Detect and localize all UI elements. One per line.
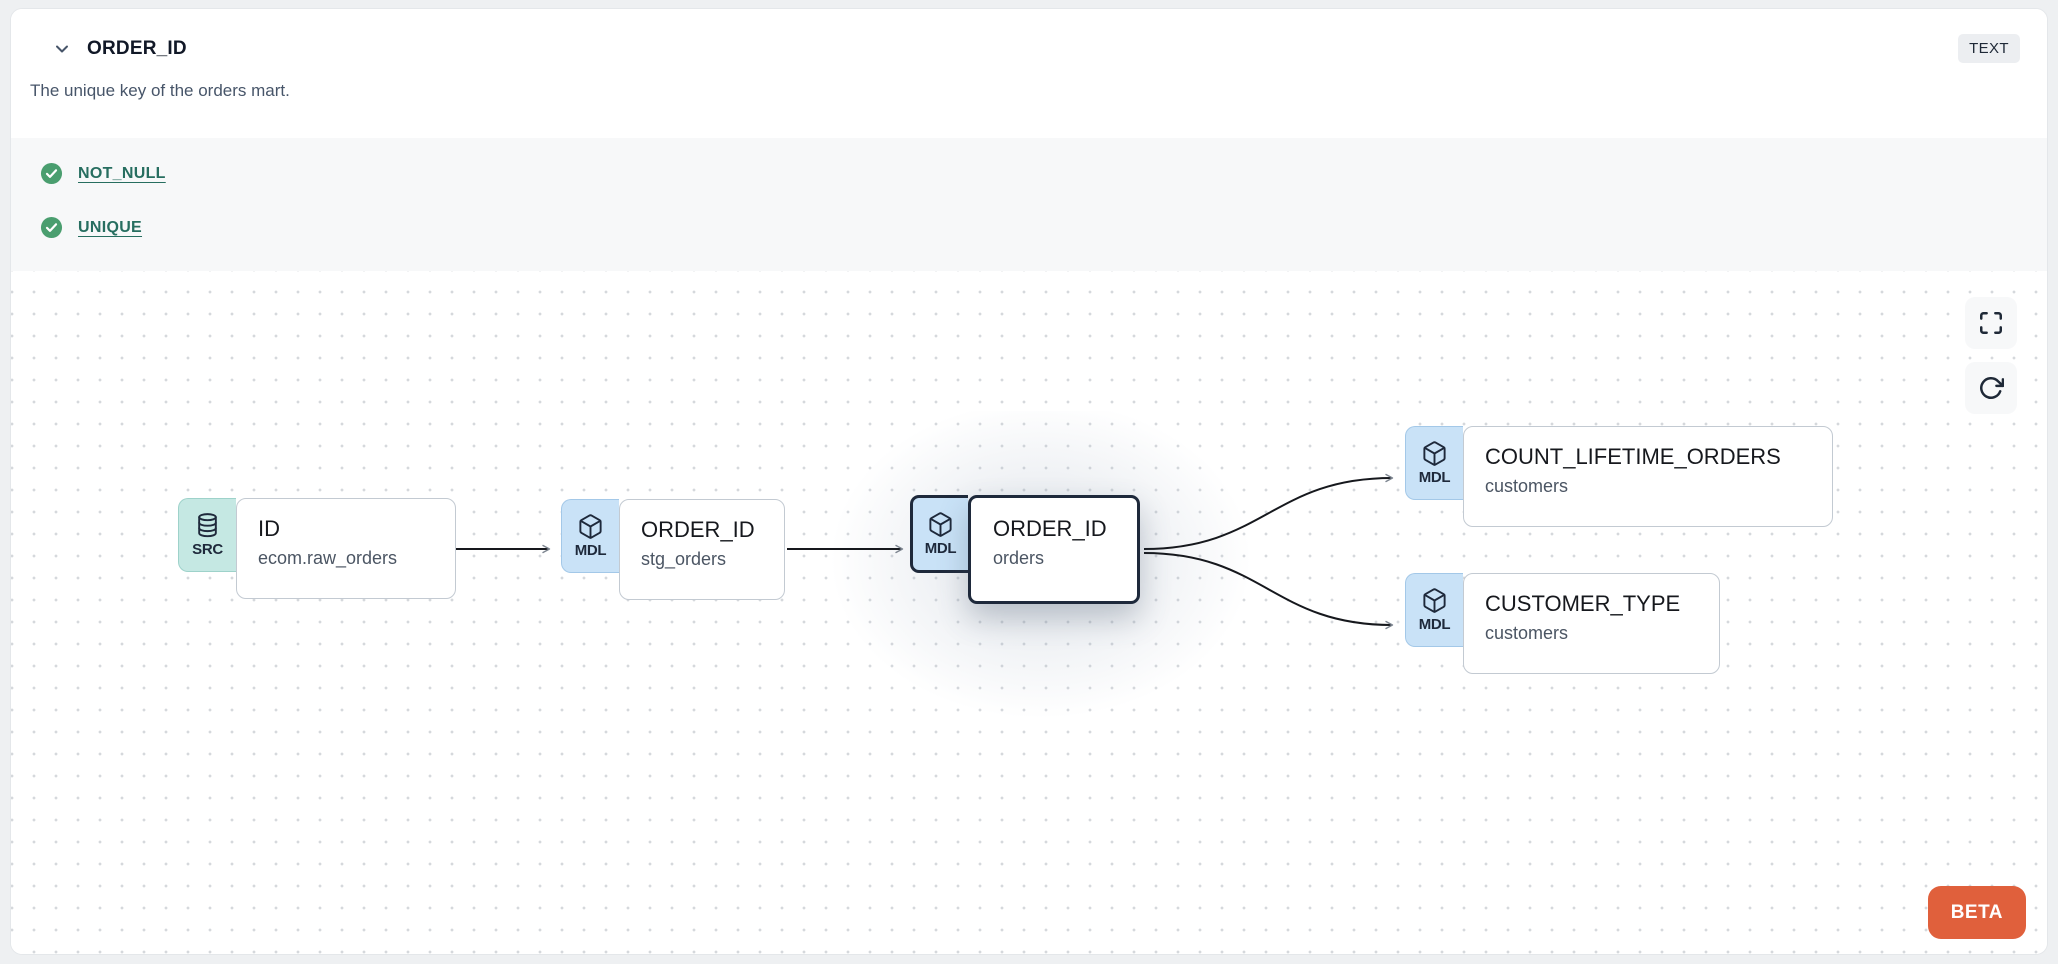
- test-link-not-null[interactable]: NOT_NULL: [78, 164, 166, 182]
- fullscreen-button[interactable]: [1965, 297, 2017, 349]
- test-link-unique[interactable]: UNIQUE: [78, 218, 143, 236]
- node-badge-src: SRC: [178, 498, 236, 572]
- node-title: ORDER_ID: [641, 517, 755, 542]
- canvas-controls: [1965, 297, 2017, 414]
- node-box: ORDER_ID stg_orders: [619, 499, 785, 600]
- test-row: UNIQUE: [40, 216, 2017, 239]
- column-details-card: ORDER_ID TEXT The unique key of the orde…: [10, 8, 2048, 955]
- header-row: ORDER_ID TEXT: [30, 34, 2020, 63]
- node-title: ORDER_ID: [993, 516, 1107, 541]
- check-circle-icon: [40, 216, 63, 239]
- cube-icon: [1423, 441, 1446, 466]
- chevron-down-icon: [56, 45, 68, 52]
- node-box: ID ecom.raw_orders: [236, 498, 456, 599]
- node-subtitle: orders: [993, 548, 1045, 569]
- column-title: ORDER_ID: [87, 37, 187, 59]
- check-circle-icon: [40, 162, 63, 185]
- node-badge-mdl: MDL: [1405, 573, 1463, 647]
- lineage-node-count-lifetime-orders-customers[interactable]: MDL COUNT_LIFETIME_ORDERS customers: [1405, 426, 1833, 527]
- node-title: COUNT_LIFETIME_ORDERS: [1485, 444, 1781, 469]
- lineage-canvas[interactable]: SRC ID ecom.raw_orders MDL ORDER_ID stg_…: [11, 271, 2047, 954]
- node-box: ORDER_ID orders: [968, 495, 1140, 604]
- node-badge-mdl: MDL: [561, 499, 619, 573]
- node-subtitle: stg_orders: [641, 549, 727, 570]
- node-badge-label: SRC: [192, 541, 223, 558]
- node-badge-label: MDL: [1418, 616, 1451, 633]
- refresh-button[interactable]: [1965, 362, 2017, 414]
- node-title: CUSTOMER_TYPE: [1485, 591, 1681, 616]
- beta-badge: BETA: [1927, 886, 2026, 939]
- cube-icon: [579, 514, 602, 539]
- node-subtitle: customers: [1485, 623, 1569, 644]
- lineage-node-id-ecom-raw-orders[interactable]: SRC ID ecom.raw_orders: [178, 498, 456, 599]
- database-icon: [198, 513, 217, 538]
- node-subtitle: customers: [1485, 476, 1569, 497]
- cube-icon: [929, 512, 952, 537]
- fullscreen-icon: [1980, 312, 2002, 334]
- node-badge-label: MDL: [1418, 469, 1451, 486]
- lineage-node-customer-type-customers[interactable]: MDL CUSTOMER_TYPE customers: [1405, 573, 1720, 674]
- collapse-toggle-button[interactable]: [50, 37, 74, 61]
- lineage-node-order-id-orders-selected[interactable]: MDL ORDER_ID orders: [910, 495, 1140, 604]
- refresh-icon: [1980, 377, 2004, 399]
- test-row: NOT_NULL: [40, 162, 2017, 185]
- lineage-node-order-id-stg-orders[interactable]: MDL ORDER_ID stg_orders: [561, 499, 785, 600]
- node-badge-mdl: MDL: [910, 495, 968, 573]
- column-header: ORDER_ID TEXT The unique key of the orde…: [11, 9, 2047, 138]
- node-box: COUNT_LIFETIME_ORDERS customers: [1463, 426, 1833, 527]
- cube-icon: [1423, 588, 1446, 613]
- column-type-badge: TEXT: [1958, 34, 2020, 63]
- node-badge-label: MDL: [574, 542, 607, 559]
- column-description: The unique key of the orders mart.: [30, 81, 290, 100]
- tests-section: NOT_NULL UNIQUE: [11, 138, 2047, 271]
- node-title: ID: [258, 516, 280, 541]
- node-box: CUSTOMER_TYPE customers: [1463, 573, 1720, 674]
- node-badge-label: MDL: [924, 540, 957, 557]
- node-subtitle: ecom.raw_orders: [258, 548, 398, 569]
- node-badge-mdl: MDL: [1405, 426, 1463, 500]
